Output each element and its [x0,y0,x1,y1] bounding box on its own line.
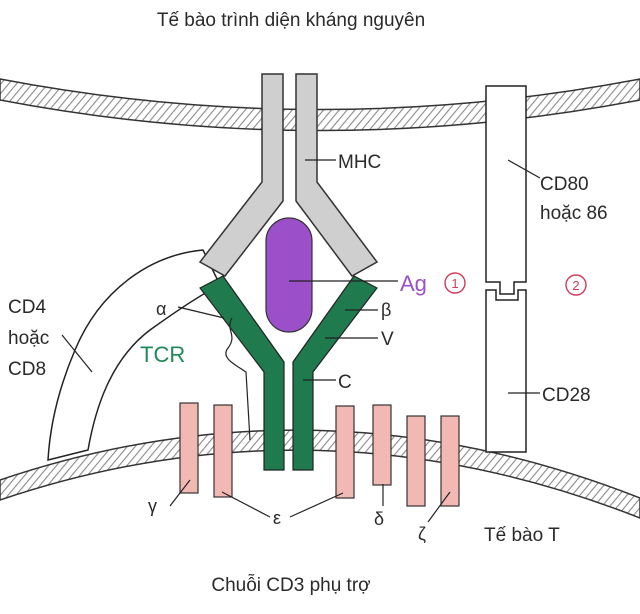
cd4-leader [61,334,93,373]
cd3-caption: Chuỗi CD3 phụ trợ [211,574,370,596]
tcr-alpha-chain [199,275,285,471]
mhc-label: MHC [338,152,381,173]
cd28-molecule [485,289,527,453]
antigen [265,217,313,333]
tcr-linker [225,317,251,441]
cd8-label: CD8 [8,359,46,380]
mhc-molecule-right [295,73,379,277]
cd80-leader [507,159,541,179]
marker-2-circle [565,274,587,296]
gamma-label: γ [148,496,157,516]
marker-1-circle [444,272,466,294]
cd4-label: CD4 [8,297,46,318]
marker-2-label: 2 [572,278,579,293]
gamma-leader [169,479,191,507]
cd4-cd8-coreceptor [47,249,221,461]
delta-label: δ [374,509,384,529]
alpha-leader [177,306,225,319]
apc-membrane [0,78,640,132]
marker-1-label: 1 [451,276,458,291]
epsilon-leader-left [221,491,271,518]
beta-label: β [381,300,391,320]
cd3-gamma-chain [179,402,199,494]
cd80-label: CD80 [540,174,589,195]
epsilon-label: ε [273,508,281,528]
tcr-label: TCR [140,342,185,367]
cd3-epsilon-chain [213,404,233,498]
mhc-molecule [198,73,284,277]
t-cell-membrane [0,429,640,519]
ag-label: Ag [400,271,427,296]
cd80-molecule [485,85,527,295]
tcr-beta-chain [292,275,378,471]
zeta-label: ζ [418,524,426,544]
epsilon-leader-right [289,492,344,518]
diagram-title: Tế bào trình diện kháng nguyên [157,10,425,31]
cd4-or-label: hoặc [8,328,49,349]
cd86-label: hoặc 86 [540,203,608,224]
v-label: V [381,329,394,350]
zeta-leader [427,491,451,523]
cd3-delta-chain [372,404,392,486]
cd28-label: CD28 [542,385,591,406]
alpha-label: α [156,299,166,319]
cd3-zeta-chain [406,415,426,507]
cd3-epsilon-chain [335,405,355,499]
c-label: C [338,372,352,393]
t-cell-label: Tế bào T [484,525,560,546]
cd3-zeta-chain [440,415,460,507]
